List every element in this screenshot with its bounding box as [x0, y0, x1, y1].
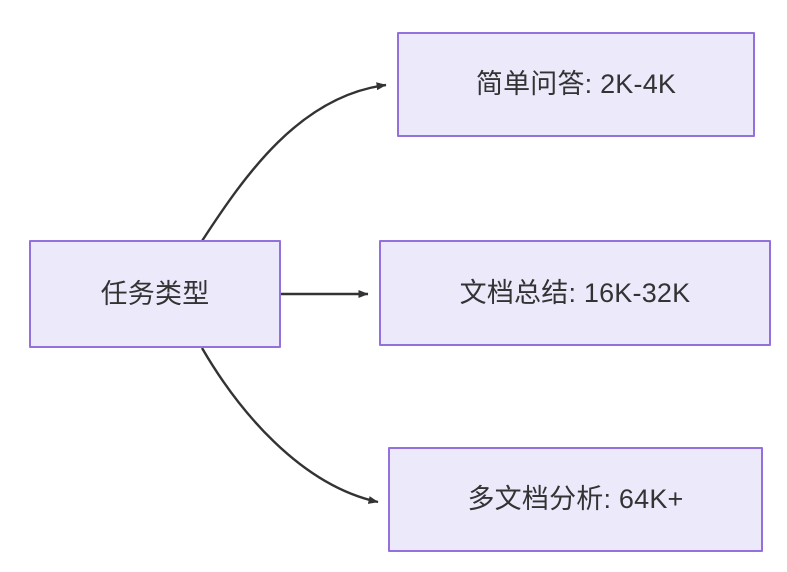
edge-source-to-multi	[200, 347, 379, 504]
node-multi-document-analysis-label: 多文档分析: 64K+	[467, 484, 684, 515]
edge-source-to-simple	[200, 82, 387, 242]
node-document-summary-label: 文档总结: 16K-32K	[459, 277, 691, 308]
node-simple-qa[interactable]: 简单问答: 2K-4K	[397, 32, 755, 137]
node-task-type-label: 任务类型	[100, 278, 210, 309]
node-task-type[interactable]: 任务类型	[29, 240, 281, 348]
node-document-summary[interactable]: 文档总结: 16K-32K	[379, 240, 771, 346]
node-multi-document-analysis[interactable]: 多文档分析: 64K+	[388, 447, 763, 552]
node-simple-qa-label: 简单问答: 2K-4K	[475, 69, 677, 100]
